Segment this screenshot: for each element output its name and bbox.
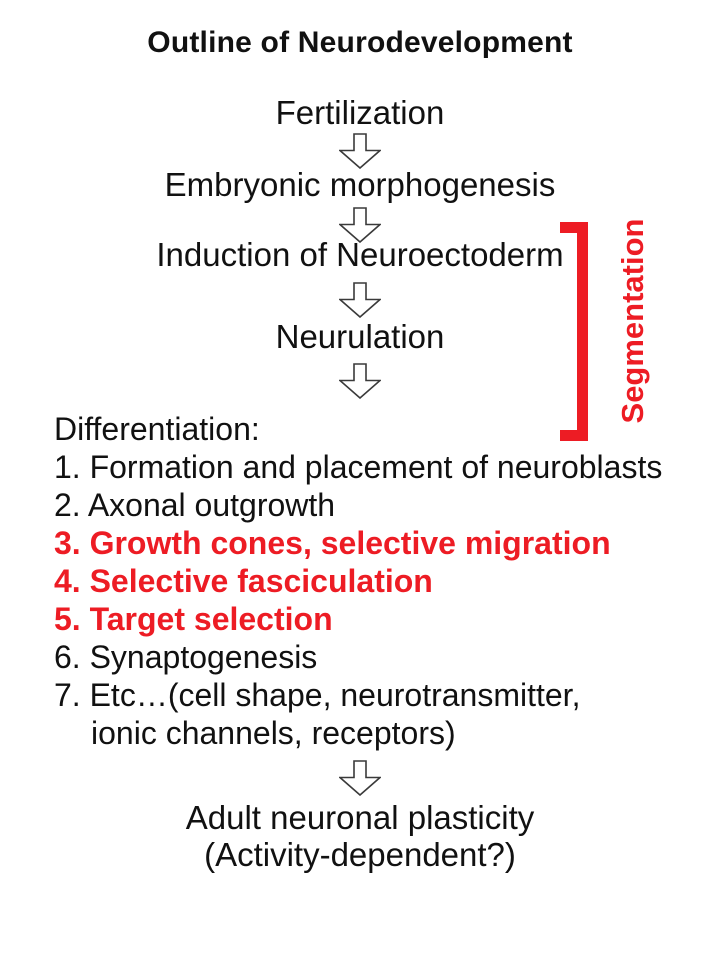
down-arrow-icon: [339, 363, 381, 399]
final-step-line2: (Activity-dependent?): [204, 836, 516, 873]
list-item-continuation: ionic channels, receptors): [91, 715, 456, 751]
final-step: Adult neuronal plasticity (Activity-depe…: [0, 799, 720, 873]
list-item: 7. Etc…(cell shape, neurotransmitter,: [54, 677, 581, 713]
list-item: 6. Synaptogenesis: [54, 639, 318, 675]
list-item: 3. Growth cones, selective migration: [54, 525, 611, 561]
differentiation-list: Differentiation: 1. Formation and placem…: [54, 410, 694, 752]
list-item: 5. Target selection: [54, 601, 333, 637]
down-arrow-icon: [339, 207, 381, 243]
slide-title: Outline of Neurodevelopment: [147, 26, 573, 59]
down-arrow-icon: [339, 282, 381, 318]
segmentation-bracket: [560, 222, 588, 441]
down-arrow-icon: [339, 760, 381, 796]
flow-step-induction-of-neuroectoderm: Induction of Neuroectoderm: [156, 236, 564, 273]
list-item: 4. Selective fasciculation: [54, 563, 433, 599]
differentiation-heading: Differentiation:: [54, 411, 260, 447]
list-item: 2. Axonal outgrowth: [54, 487, 336, 523]
flow-step-neurulation: Neurulation: [275, 318, 445, 355]
list-item: 1. Formation and placement of neuroblast…: [54, 449, 663, 485]
flow-step-fertilization: Fertilization: [275, 94, 445, 131]
final-step-line1: Adult neuronal plasticity: [185, 799, 535, 836]
down-arrow-icon: [339, 133, 381, 169]
flow-step-embryonic-morphogenesis: Embryonic morphogenesis: [164, 166, 556, 203]
